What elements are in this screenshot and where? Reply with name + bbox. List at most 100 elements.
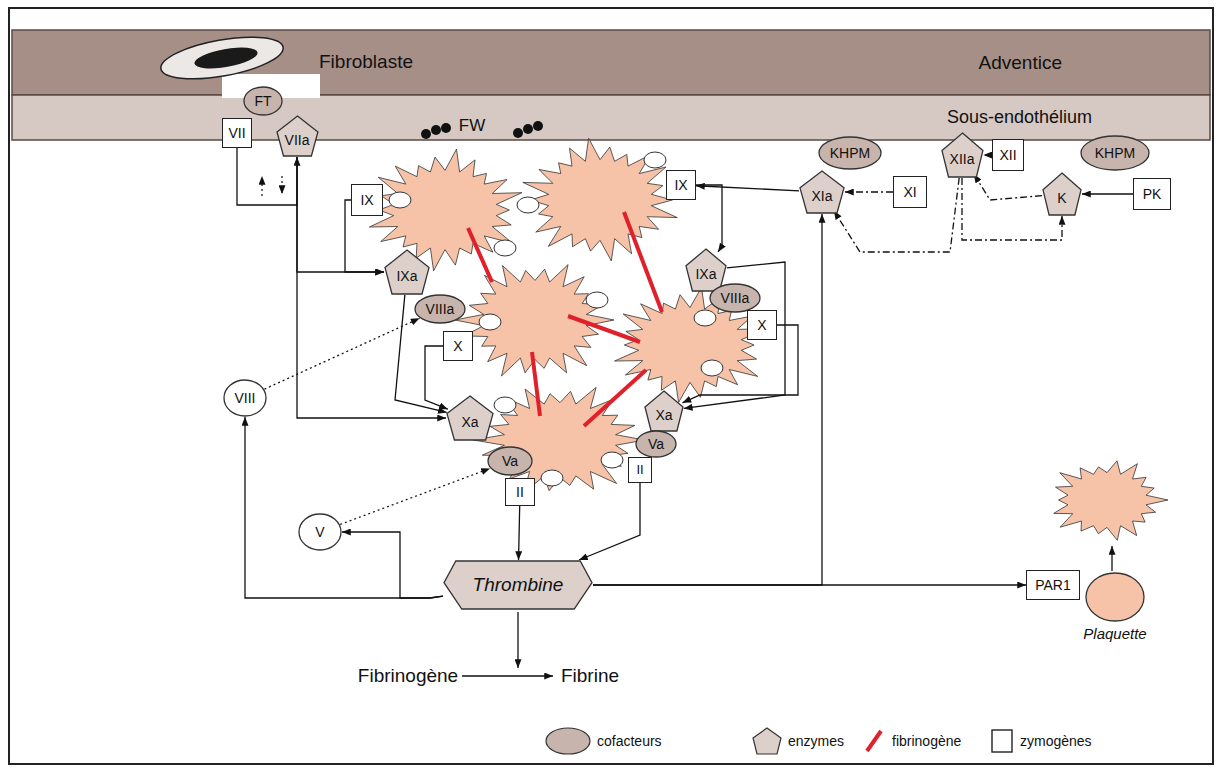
zymogen-box: PAR1 <box>1026 570 1080 600</box>
reaction-arrow <box>462 675 553 676</box>
tissue-band: Adventice <box>12 30 1210 95</box>
adventitia-band-fill <box>12 30 1210 95</box>
connector <box>297 157 384 272</box>
legend-swatch-shape <box>867 731 881 751</box>
zymogen-box: VII <box>222 118 252 148</box>
legend-swatch-shape <box>992 730 1012 752</box>
factor-label: Plaquette <box>1083 625 1146 642</box>
factor-label: VIII <box>234 390 255 406</box>
fibrinogen-bridge <box>624 212 662 312</box>
connector <box>983 154 992 155</box>
connector <box>297 157 446 418</box>
factor-label: IXa <box>695 266 716 282</box>
platelet <box>523 138 678 261</box>
feedback-arrow <box>261 176 262 196</box>
legend-item: fibrinogène <box>862 727 961 755</box>
vwf-dot <box>533 121 543 131</box>
vwf-dot <box>431 125 441 135</box>
factor-label: Va <box>502 453 518 469</box>
enzyme-pentagon: XIa <box>799 170 845 214</box>
node-outline-shape <box>942 133 983 177</box>
catalysis-arrow <box>517 612 518 668</box>
receptor <box>494 240 516 256</box>
diagram-label: FW <box>459 116 485 135</box>
connector <box>593 584 1026 585</box>
node-outline-shape <box>299 514 341 550</box>
factor-label: PAR1 <box>1035 577 1071 593</box>
cofactor-ellipse: Va <box>635 430 677 458</box>
node-outline-shape <box>444 561 592 609</box>
vwf-dot <box>421 129 431 139</box>
activation-arrow <box>1111 546 1112 571</box>
zymogen-box: X <box>443 331 473 361</box>
activated-platelet <box>1054 461 1168 541</box>
label-holder: Fibroblaste <box>319 51 413 73</box>
connector <box>845 191 893 192</box>
feedback-arrow <box>281 176 282 194</box>
subendothelium-band-fill <box>12 95 1210 140</box>
receptor <box>644 152 666 168</box>
node-outline-shape <box>1081 136 1149 170</box>
factor-label: KHPM <box>830 145 870 161</box>
platelet <box>615 287 767 402</box>
cofactor-ellipse: KHPM <box>1080 135 1150 171</box>
factor-label: VIIIa <box>426 301 455 317</box>
connector <box>974 174 1042 200</box>
factor-ellipse: VIII <box>223 379 267 417</box>
node-outline-shape <box>819 137 881 169</box>
factor-label: KHPM <box>1095 145 1135 161</box>
zymogen-box: IX <box>666 170 696 200</box>
node-outline-shape <box>277 116 318 156</box>
factor-label: X <box>453 338 462 354</box>
label-holder: Fibrine <box>561 665 619 687</box>
label-holder: FW <box>459 116 485 136</box>
factor-label: XII <box>999 147 1016 163</box>
factor-label: Xa <box>655 407 672 423</box>
factor-label: XI <box>903 184 916 200</box>
fibrinogen-bridge <box>584 370 646 426</box>
enzyme-pentagon: IXa <box>384 249 430 295</box>
platelet <box>369 149 522 271</box>
receptor <box>479 314 501 330</box>
cofactor-ellipse: Va <box>487 446 533 476</box>
node-outline-shape <box>800 171 844 213</box>
node-outline-shape <box>1043 173 1081 215</box>
factor-label: XIa <box>811 188 832 204</box>
receptor <box>601 452 623 468</box>
factor-label: II <box>636 463 643 478</box>
legend-label: zymogènes <box>1020 733 1092 749</box>
factor-label: Va <box>648 436 664 452</box>
receptor <box>694 310 716 326</box>
factor-label: PK <box>1143 186 1162 202</box>
node-outline-shape <box>686 249 726 291</box>
factor-label: FT <box>254 93 271 109</box>
zymogen-box: II <box>505 478 535 506</box>
node-outline-shape <box>224 380 266 416</box>
tissue-band: Sous-endothéliumFT <box>12 95 1210 140</box>
factor-label: IX <box>674 177 687 193</box>
connector <box>245 417 443 598</box>
node-outline-shape <box>636 431 676 457</box>
vwf-dot <box>523 124 533 134</box>
cofactor-ellipse: VIIIa <box>414 294 466 324</box>
fibroblast-cell <box>158 30 286 87</box>
legend-item: enzymes <box>752 727 844 755</box>
enzyme-hexagon: Thrombine <box>443 560 593 610</box>
zymogen-box: PK <box>1133 178 1171 210</box>
node-outline <box>1085 572 1145 622</box>
frame <box>9 8 1213 764</box>
receptor <box>541 470 563 486</box>
receptor <box>701 360 723 376</box>
fibrinogen-bridge <box>532 352 540 416</box>
connector <box>342 532 443 598</box>
cofactor-ellipse: FT <box>243 86 283 116</box>
zymogen-box: XII <box>992 139 1024 171</box>
node-outline-shape <box>1086 573 1144 621</box>
factor-label: II <box>516 484 524 500</box>
factor-label: V <box>315 524 324 540</box>
connector <box>1082 193 1133 194</box>
zymogen-box: X <box>747 310 777 340</box>
zymogen-box: IX <box>351 184 383 216</box>
factor-label: IXa <box>396 268 417 284</box>
